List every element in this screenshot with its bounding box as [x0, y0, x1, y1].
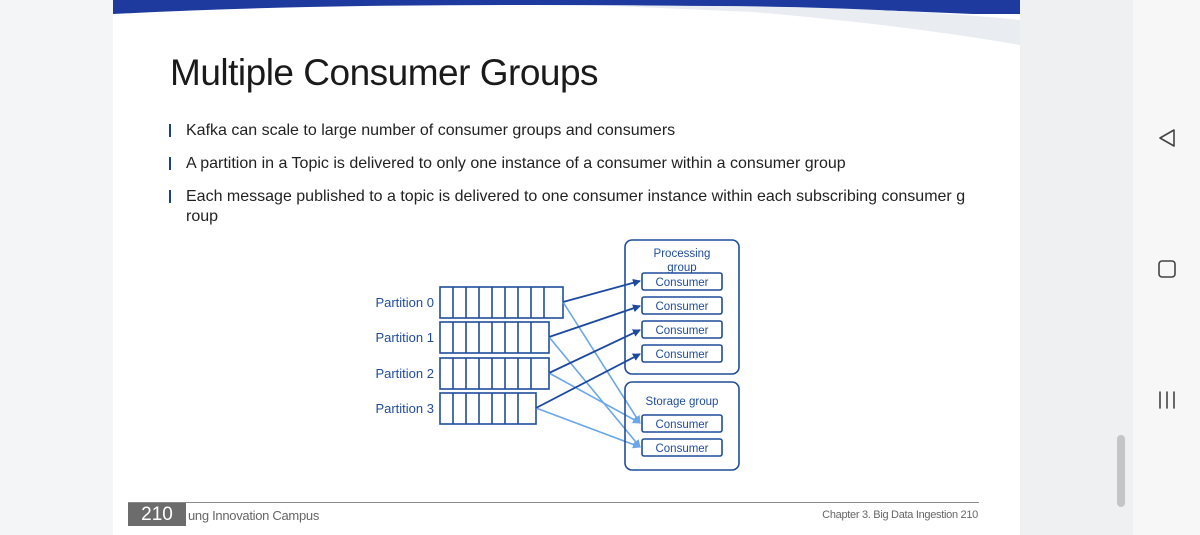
left-gutter — [0, 0, 113, 535]
svg-text:Consumer: Consumer — [655, 301, 708, 313]
partition-label: Partition 1 — [375, 330, 434, 345]
group-label: Storage group — [646, 396, 719, 408]
consumer-box: Consumer — [641, 438, 723, 457]
group-label-line1: Processing — [654, 248, 711, 260]
consumer-box: Consumer — [641, 320, 723, 339]
bullet-marker — [169, 157, 171, 170]
bullet-marker — [169, 190, 171, 203]
partition-log — [439, 392, 537, 425]
bullet-item: Each message published to a topic is del… — [168, 187, 968, 227]
partition-log — [439, 286, 564, 319]
bullet-item: Kafka can scale to large number of consu… — [168, 121, 968, 141]
bullet-item: A partition in a Topic is delivered to o… — [168, 154, 968, 174]
partition-label: Partition 2 — [375, 366, 434, 381]
storage-group-box — [624, 381, 740, 471]
home-button[interactable] — [1153, 255, 1181, 283]
slide-title: Multiple Consumer Groups — [170, 52, 599, 93]
bullet-text: Each message published to a topic is del… — [186, 188, 966, 225]
svg-text:Consumer: Consumer — [655, 277, 708, 289]
recents-button[interactable] — [1153, 386, 1181, 414]
svg-text:Consumer: Consumer — [655, 349, 708, 361]
group-label-line2: group — [667, 262, 696, 274]
recents-lines-icon — [1159, 391, 1175, 409]
consumer-box: Consumer — [641, 272, 723, 291]
footer-org-text: ung Innovation Campus — [188, 508, 320, 523]
right-gutter — [1020, 0, 1133, 535]
processing-group-box — [624, 239, 740, 375]
svg-text:Consumer: Consumer — [655, 443, 708, 455]
bullet-text: Kafka can scale to large number of consu… — [186, 122, 676, 139]
partition-label: Partition 0 — [375, 295, 434, 310]
footer-chapter-text: Chapter 3. Big Data Ingestion 210 — [822, 509, 978, 521]
svg-text:Consumer: Consumer — [655, 419, 708, 431]
back-triangle-icon — [1159, 129, 1175, 147]
consumer-box: Consumer — [641, 414, 723, 433]
consumer-box: Consumer — [641, 344, 723, 363]
navigation-rail — [1133, 0, 1200, 535]
partition-label: Partition 3 — [375, 401, 434, 416]
page-number-badge: 210 — [128, 503, 186, 526]
slide-page: Multiple Consumer Groups Kafka can scale… — [113, 0, 1020, 535]
vertical-scrollbar[interactable] — [1117, 435, 1125, 507]
svg-text:Consumer: Consumer — [655, 325, 708, 337]
partition-log — [439, 321, 550, 354]
home-square-icon — [1158, 260, 1176, 278]
bullet-text: A partition in a Topic is delivered to o… — [186, 155, 846, 172]
back-button[interactable] — [1153, 124, 1181, 152]
bullet-list: Kafka can scale to large number of consu… — [168, 121, 968, 240]
consumer-box: Consumer — [641, 296, 723, 315]
slide-header-band — [113, 0, 1020, 45]
footer-divider — [128, 502, 979, 503]
bullet-marker — [169, 124, 171, 137]
partition-log — [439, 357, 550, 390]
consumer-groups-diagram: Partition 0 Partition 1 Partition 2 Part… — [375, 239, 740, 471]
